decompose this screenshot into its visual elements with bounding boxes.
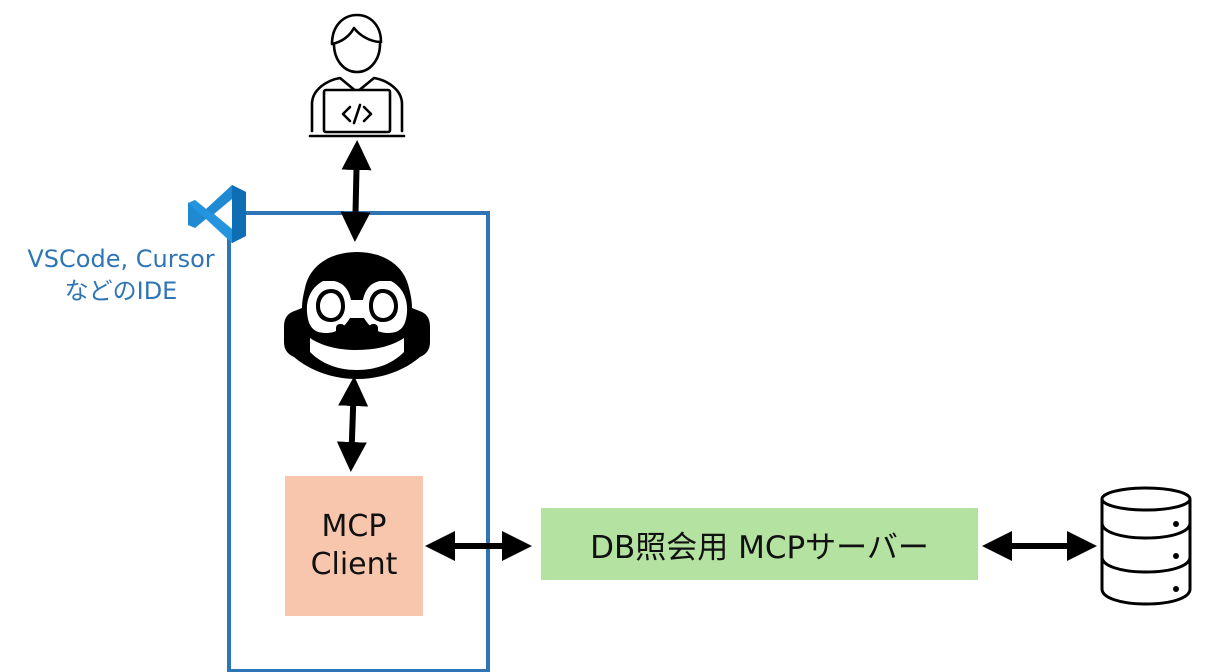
copilot-icon [284,252,430,379]
arrow-copilot-mcp-client [336,376,369,472]
arrow-developer-copilot [340,140,372,242]
ide-label: VSCode, Cursor などのIDE [6,243,236,307]
vscode-logo-icon [188,185,246,243]
mcp-client-line1: MCP [321,509,387,544]
database-icon [1100,486,1192,606]
ide-label-line2: などのIDE [64,277,178,305]
developer-laptop-icon [308,13,406,138]
ide-label-line1: VSCode, Cursor [27,245,215,273]
mcp-client-line2: Client [310,547,398,582]
mcp-client-label: MCP Client [285,476,423,616]
mcp-server-label: DB照会用 MCPサーバー [590,529,929,566]
mcp-server-box [541,508,978,580]
mcp-client-box [285,476,423,616]
